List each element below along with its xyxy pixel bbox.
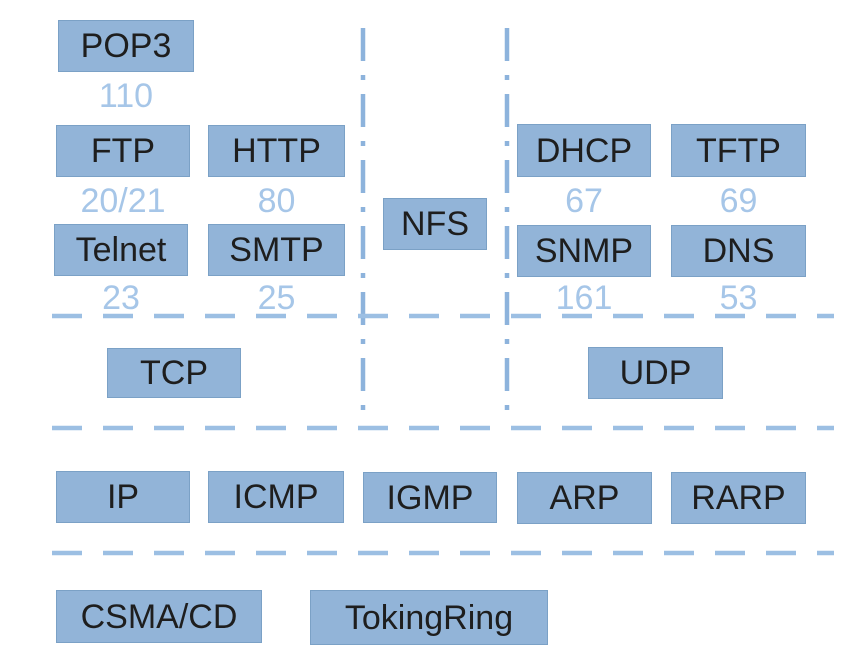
protocol-box-dhcp: DHCP [517,124,651,177]
protocol-box-dns: DNS [671,225,806,277]
protocol-label: TFTP [696,131,781,170]
port-label-http: 80 [257,182,296,220]
port-label-snmp: 161 [555,279,613,317]
protocol-box-pop3: POP3 [58,20,194,72]
port-label-pop3: 110 [98,77,154,115]
port-label-telnet: 23 [102,279,140,317]
protocol-label: ARP [549,479,620,517]
protocol-box-tokingring: TokingRing [310,590,548,645]
protocol-label: FTP [90,132,156,170]
protocol-label: TokingRing [344,598,514,637]
protocol-label: TCP [140,354,208,392]
protocol-box-udp: UDP [588,347,723,399]
protocol-box-icmp: ICMP [208,471,344,523]
protocol-label: CSMA/CD [80,597,238,636]
port-label-smtp: 25 [257,279,296,317]
protocol-label: DHCP [535,131,633,170]
port-label-tftp: 69 [719,182,758,220]
port-label-dhcp: 67 [565,182,603,220]
protocol-box-snmp: SNMP [517,225,651,277]
protocol-label: UDP [619,354,692,392]
protocol-label: NFS [401,205,469,243]
protocol-label: SMTP [229,231,324,269]
protocol-label: RARP [691,479,786,517]
protocol-box-smtp: SMTP [208,224,345,276]
protocol-box-http: HTTP [208,125,345,177]
protocol-label: POP3 [80,27,172,65]
protocol-box-igmp: IGMP [363,472,497,523]
protocol-box-csma-cd: CSMA/CD [56,590,262,643]
protocol-label: HTTP [232,132,321,170]
protocol-box-ip: IP [56,471,190,523]
protocol-label: DNS [702,232,775,270]
protocol-box-tcp: TCP [107,348,241,398]
protocol-label: SNMP [534,232,634,270]
protocol-label: Telnet [75,231,167,269]
protocol-label: ICMP [233,478,319,516]
port-label-ftp: 20/21 [80,182,166,220]
protocol-box-ftp: FTP [56,125,190,177]
protocol-box-telnet: Telnet [54,224,188,276]
protocol-label: IGMP [386,478,474,517]
protocol-label: IP [106,478,140,516]
protocol-box-arp: ARP [517,472,652,524]
port-label-dns: 53 [719,279,758,317]
protocol-box-tftp: TFTP [671,124,806,177]
protocol-box-nfs: NFS [383,198,487,250]
protocol-box-rarp: RARP [671,472,806,524]
